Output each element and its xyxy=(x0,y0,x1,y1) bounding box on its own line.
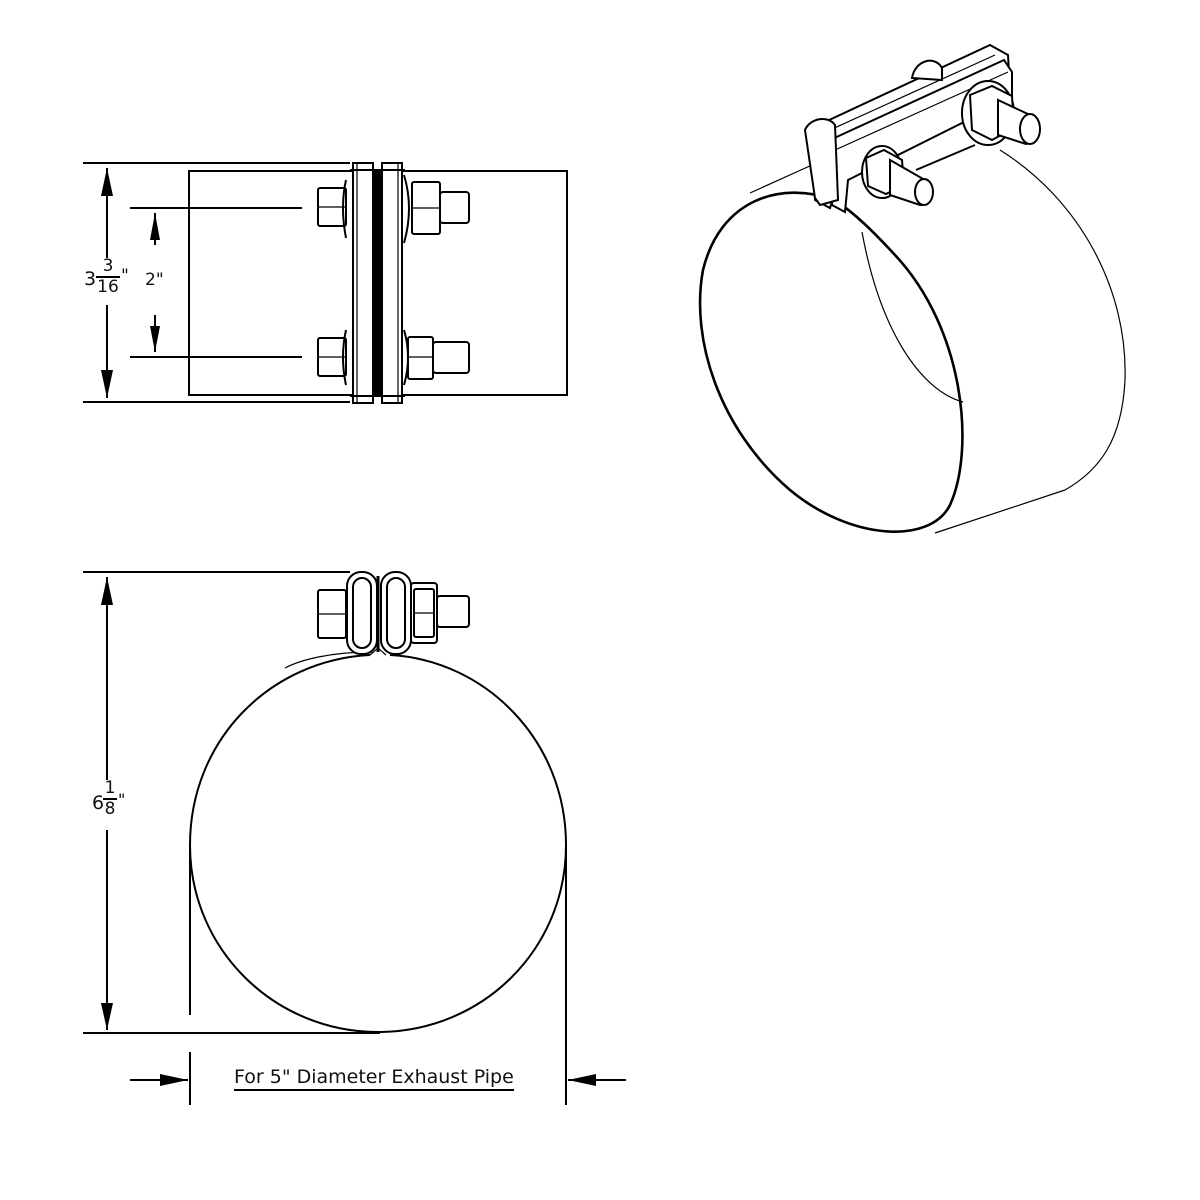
overall-height-fraction: 1 8 xyxy=(103,780,117,818)
overall-width-fraction: 3 16 xyxy=(96,258,120,296)
isometric-view xyxy=(698,43,1126,534)
overall-width-whole: 3 xyxy=(84,268,97,290)
overall-height-numerator: 1 xyxy=(103,778,117,800)
front-view xyxy=(83,571,568,1105)
diameter-dimension xyxy=(130,1074,626,1086)
overall-height-whole: 6 xyxy=(92,792,105,814)
overall-width-denominator: 16 xyxy=(97,277,119,297)
overall-height-denominator: 8 xyxy=(104,799,116,819)
overall-width-unit: " xyxy=(121,266,129,286)
bolt-spacing-dimension: 2" xyxy=(145,270,164,290)
side-view xyxy=(83,162,568,404)
overall-width-dimension: 3 xyxy=(84,268,96,290)
overall-height-unit: " xyxy=(118,790,126,809)
pipe-diameter-caption: For 5" Diameter Exhaust Pipe xyxy=(234,1066,514,1091)
overall-width-numerator: 3 xyxy=(96,258,120,278)
